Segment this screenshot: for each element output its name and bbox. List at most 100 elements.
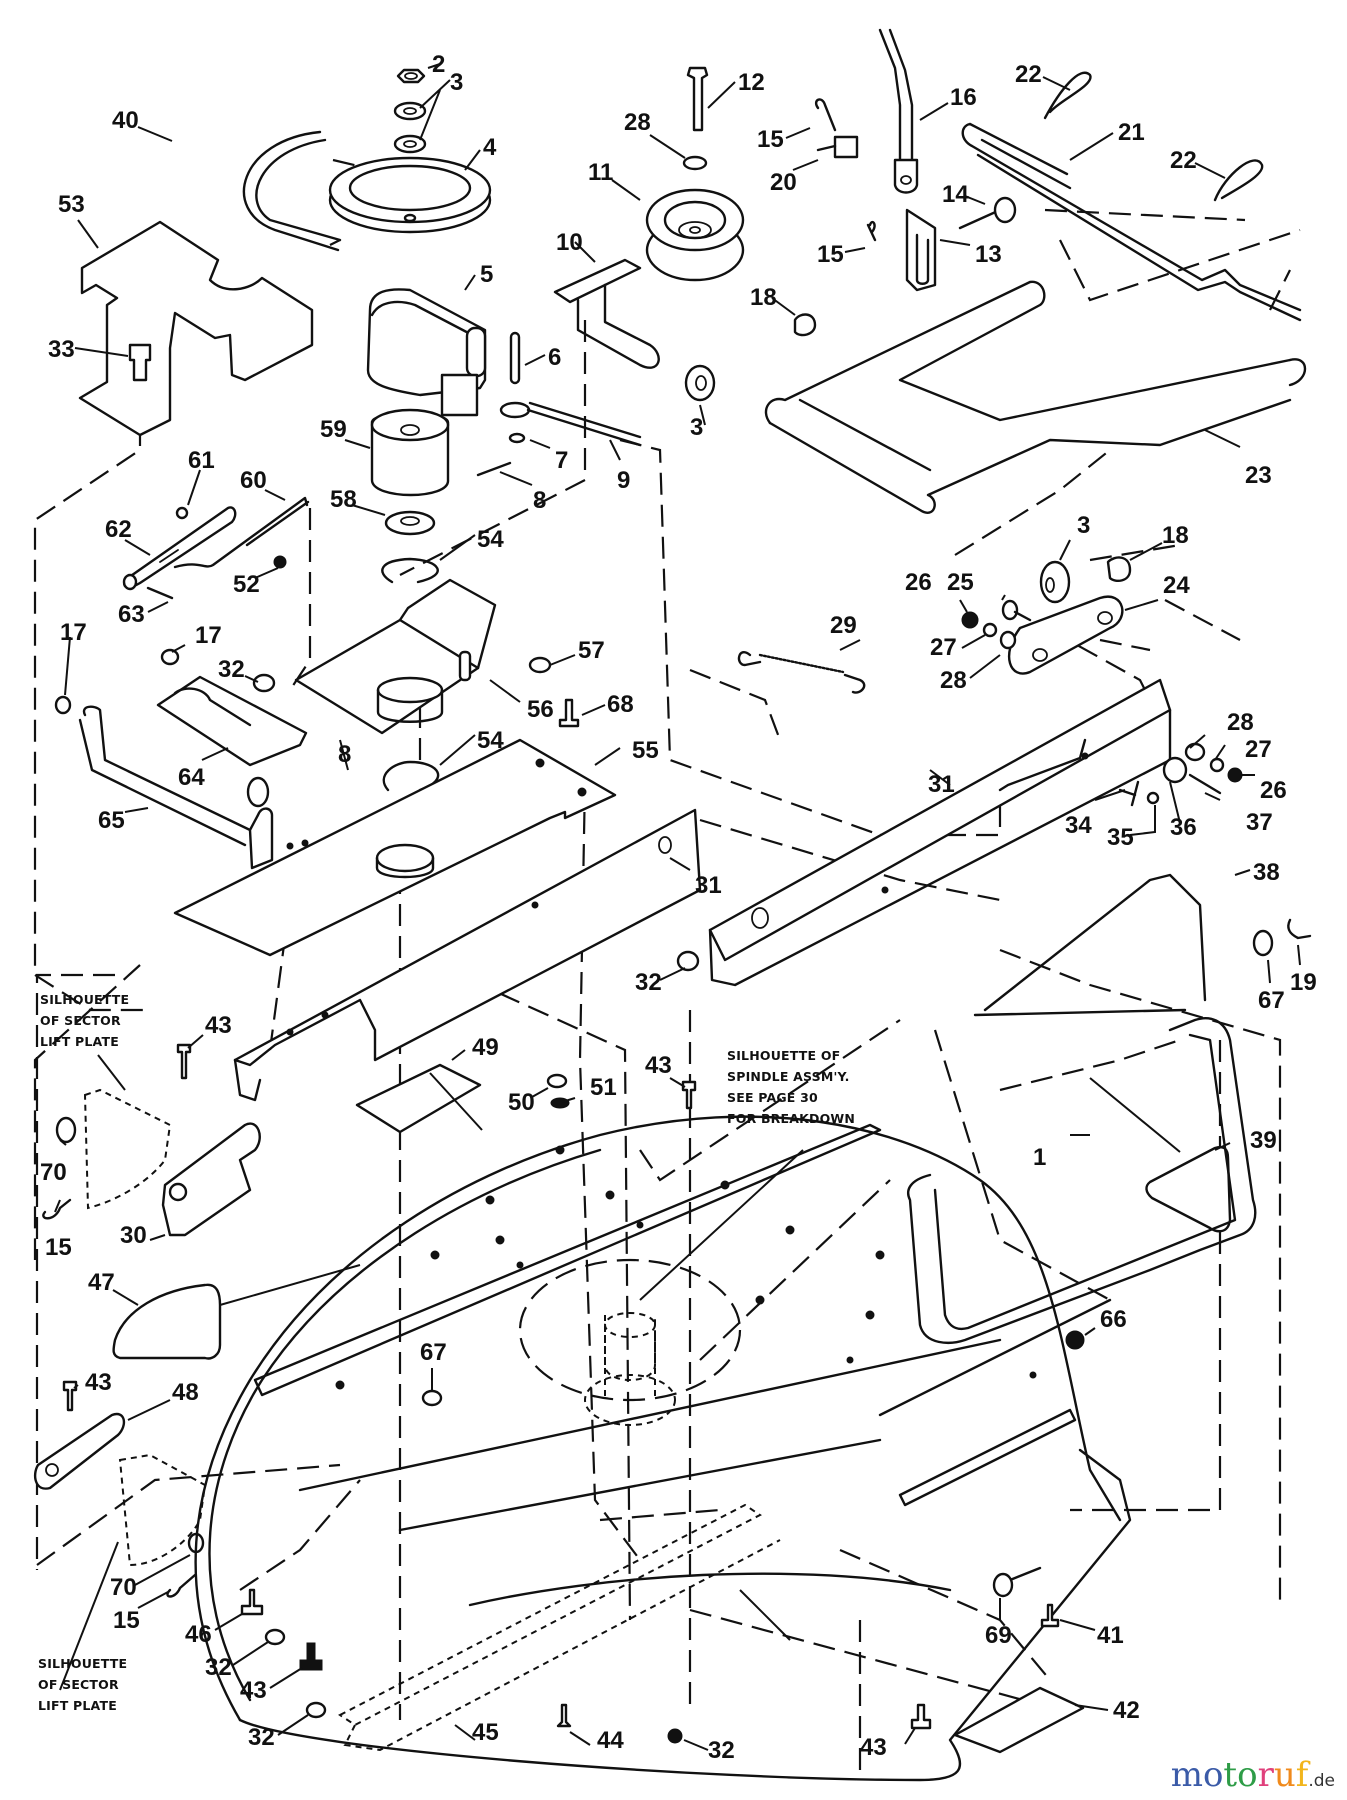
callout-15: 15 [817, 241, 844, 268]
callout-14: 14 [942, 181, 969, 208]
callout-67: 67 [420, 1339, 447, 1366]
callout-42: 42 [1113, 1697, 1140, 1724]
washer-part-70a [55, 1116, 77, 1144]
callout-32: 32 [218, 656, 245, 683]
link-part-62 [122, 506, 237, 591]
retaining-ring-part-54b [382, 760, 440, 792]
svg-text:SILHOUETTE: SILHOUETTE [40, 992, 129, 1007]
callout-22: 22 [1015, 61, 1042, 88]
wing-nut-part-19 [1287, 918, 1312, 940]
callout-67: 67 [1258, 987, 1285, 1014]
hinge-part-64 [156, 675, 308, 767]
callout-54: 54 [477, 526, 504, 553]
watermark-letter: u [1273, 1755, 1296, 1795]
callout-23: 23 [1245, 462, 1272, 489]
callout-70: 70 [110, 1574, 137, 1601]
pulley-part-4 [328, 156, 492, 234]
washer-part-3b [684, 364, 716, 402]
callout-55: 55 [632, 737, 659, 764]
callout-28: 28 [1227, 709, 1254, 736]
washer-part-27b [1209, 757, 1225, 773]
callout-58: 58 [330, 486, 357, 513]
callout-56: 56 [527, 696, 554, 723]
callout-7: 7 [555, 447, 568, 474]
plate-part-55 [173, 738, 617, 957]
callout-41: 41 [1097, 1622, 1124, 1649]
washer-part-28c [1184, 742, 1206, 762]
decal-part-42 [953, 1686, 1085, 1754]
idler-pulley-part-11 [645, 188, 745, 282]
bolt-part-43d [299, 1642, 323, 1671]
callout-57: 57 [578, 637, 605, 664]
cotter-pin-part-15a [814, 98, 837, 132]
bar-part-48 [34, 1412, 126, 1490]
callout-leaders [54, 63, 1301, 1751]
callout-44: 44 [597, 1727, 624, 1754]
callout-53: 53 [58, 191, 85, 218]
callout-43: 43 [860, 1734, 887, 1761]
callout-30: 30 [120, 1222, 147, 1249]
bolt-part-61 [175, 506, 189, 520]
callout-15: 15 [757, 126, 784, 153]
callout-9: 9 [617, 467, 630, 494]
hairpin-clip-part-22b [1213, 159, 1264, 202]
spacer-part-18a [793, 313, 817, 337]
bracket-part-30 [161, 1122, 261, 1237]
decal-part-47 [112, 1283, 222, 1360]
bolt-part-68 [558, 698, 580, 728]
washer-part-67a [1252, 929, 1274, 957]
callout-45: 45 [472, 1719, 499, 1746]
nut-part-2 [396, 68, 426, 84]
callout-62: 62 [105, 516, 132, 543]
callout-labels: 2 3 4 40 53 33 5 6 7 8 9 59 58 54 54 56 … [40, 51, 1317, 1764]
sector-plate-silhouette-bottom [118, 1453, 207, 1567]
washer-part-27a [982, 622, 998, 638]
callout-32: 32 [248, 1724, 275, 1751]
bolt-part-44 [556, 1703, 572, 1728]
nut-part-32d [305, 1701, 327, 1719]
callout-43: 43 [85, 1369, 112, 1396]
cotter-pin-part-15b [866, 220, 877, 242]
callout-34: 34 [1065, 812, 1092, 839]
callout-26: 26 [1260, 777, 1287, 804]
callout-5: 5 [480, 261, 493, 288]
svg-text:OF SECTOR: OF SECTOR [40, 1013, 121, 1028]
callout-69: 69 [985, 1622, 1012, 1649]
callout-15: 15 [113, 1607, 140, 1634]
callout-48: 48 [172, 1379, 199, 1406]
bracket-part-65 [78, 705, 274, 870]
washer-part-3c [1039, 560, 1071, 604]
callout-3: 3 [450, 69, 463, 96]
watermark-letter: m [1170, 1755, 1203, 1795]
callout-22: 22 [1170, 147, 1197, 174]
washer-part-28a [682, 155, 708, 171]
note-spindle-assembly: SILHOUETTE OF SPINDLE ASSM'Y. SEE PAGE 3… [727, 1048, 855, 1126]
svg-text:OF SECTOR: OF SECTOR [38, 1677, 119, 1692]
blade-part-45 [338, 1503, 781, 1752]
callout-27: 27 [1245, 736, 1272, 763]
bolt-part-69 [992, 1566, 1042, 1598]
callout-37: 37 [1246, 809, 1273, 836]
callout-15: 15 [45, 1234, 72, 1261]
watermark-letter: r [1257, 1755, 1274, 1795]
callout-19: 19 [1290, 969, 1317, 996]
callout-50: 50 [508, 1089, 535, 1116]
decal-part-39 [1145, 1145, 1232, 1233]
watermark-letter: t [1223, 1755, 1238, 1795]
svg-text:LIFT PLATE: LIFT PLATE [38, 1698, 117, 1713]
pin-part-8 [476, 461, 512, 477]
callout-63: 63 [118, 601, 145, 628]
callout-70: 70 [40, 1159, 67, 1186]
callout-43: 43 [240, 1677, 267, 1704]
callout-43: 43 [205, 1012, 232, 1039]
bracket-part-13 [905, 208, 937, 292]
callout-17: 17 [60, 619, 87, 646]
note-sector-lift-plate-top: SILHOUETTE OF SECTOR LIFT PLATE [40, 992, 129, 1049]
pin-part-15d [166, 1573, 197, 1598]
pin-part-14 [958, 196, 1017, 230]
bolt-part-33 [128, 343, 152, 382]
bolt-part-41 [1040, 1603, 1060, 1628]
washer-part-67b [421, 1389, 443, 1407]
bolt-part-43c [62, 1380, 78, 1412]
